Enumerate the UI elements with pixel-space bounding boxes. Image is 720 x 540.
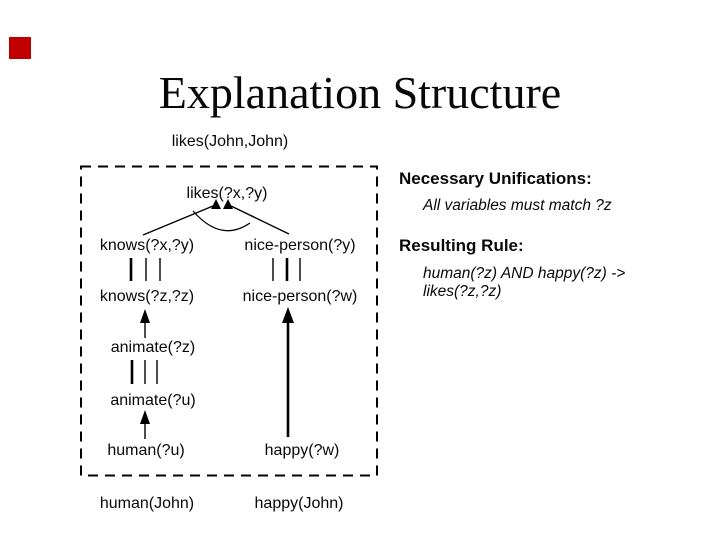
join-arc — [192, 210, 251, 232]
node-nice-person-w: nice-person(?w) — [242, 288, 358, 305]
fact-happy-john: happy(John) — [254, 495, 344, 512]
node-knows-xy: knows(?x,?y) — [99, 237, 195, 254]
node-nice-person-y: nice-person(?y) — [244, 237, 356, 254]
node-happy-w: happy(?w) — [264, 442, 340, 459]
slide-accent-square — [9, 37, 31, 59]
resulting-rule-line2: likes(?z,?z) — [423, 283, 502, 300]
explanation-box-dashed-border — [80, 165, 378, 477]
slide-title: Explanation Structure — [158, 67, 562, 118]
arrowhead-animate-z-icon — [140, 309, 150, 323]
node-goal-likes-john-john: likes(John,John) — [171, 133, 289, 150]
arrowhead-human-u-icon — [140, 410, 150, 424]
node-knows-zz: knows(?z,?z) — [99, 288, 195, 305]
necessary-unifications-heading: Necessary Unifications: — [399, 169, 592, 188]
fact-human-john: human(John) — [99, 495, 195, 512]
resulting-rule-line1: human(?z) AND happy(?z) -> — [423, 265, 626, 282]
node-animate-u: animate(?u) — [110, 392, 196, 409]
node-human-u: human(?u) — [107, 442, 185, 459]
edge-knows-xy-to-likes-xy — [142, 205, 214, 236]
edge-nice-person-y-to-likes-xy — [230, 205, 290, 235]
node-likes-xy: likes(?x,?y) — [186, 185, 268, 202]
resulting-rule-heading: Resulting Rule: — [399, 236, 524, 255]
necessary-unifications-body: All variables must match ?z — [423, 197, 612, 214]
node-animate-z: animate(?z) — [110, 339, 196, 356]
arrowhead-happy-w-icon — [282, 307, 294, 323]
